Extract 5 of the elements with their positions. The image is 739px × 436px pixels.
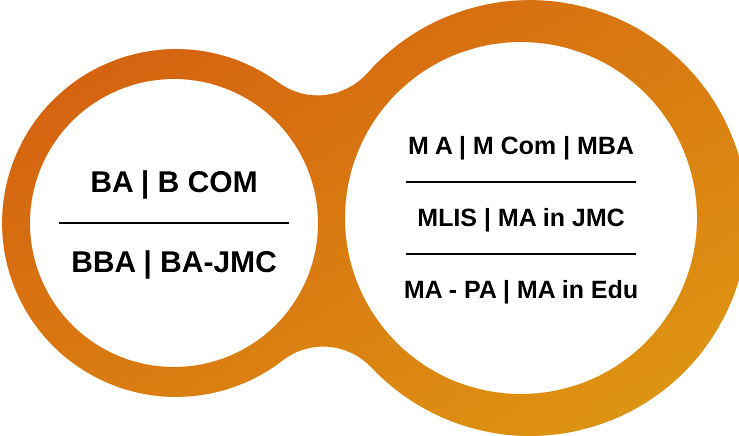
program-text: MA - PA | MA in Edu — [404, 275, 638, 305]
program-text: BBA | BA-JMC — [71, 245, 277, 281]
program-text: M A | M Com | MBA — [408, 131, 634, 161]
program-text: BA | B COM — [90, 165, 258, 201]
program-text: MLIS | MA in JMC — [417, 203, 625, 233]
